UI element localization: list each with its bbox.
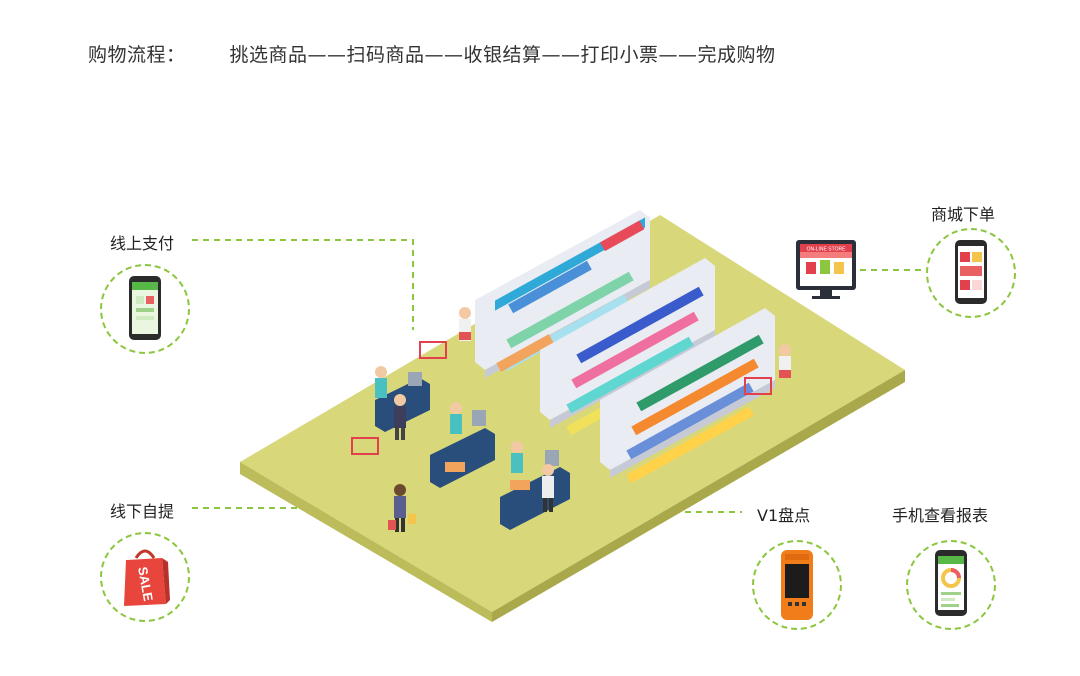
person-customer-1 [394, 394, 406, 440]
shopping-carts [351, 341, 772, 455]
phone-shop-icon [955, 240, 987, 304]
v1-inventory-circle [752, 540, 842, 630]
product-baskets [445, 462, 530, 490]
checkout-counter-2 [430, 410, 495, 488]
label-online-pay: 线上支付 [110, 234, 175, 253]
shopping-flow-header: 购物流程： 挑选商品——扫码商品——收银结算——打印小票——完成购物 [88, 40, 776, 67]
online-store-sign: ON-LINE STORE [807, 247, 846, 253]
person-cashier-1 [375, 366, 387, 398]
label-v1-inventory: V1盘点 [757, 506, 811, 525]
label-mall-order: 商城下单 [931, 205, 996, 224]
mall-order-circle [926, 228, 1016, 318]
online-pay-circle [100, 264, 190, 354]
online-store-monitor: ON-LINE STORE [796, 240, 856, 299]
person-shopper-1 [459, 307, 471, 341]
sale-text: SALE [135, 566, 156, 603]
people [375, 307, 791, 532]
mobile-report-circle [906, 540, 996, 630]
person-shopper-2 [779, 344, 791, 378]
cart-1 [419, 341, 447, 359]
label-mobile-report: 手机查看报表 [892, 506, 989, 525]
shelf-unit-3 [600, 308, 775, 484]
connector-online-pay [192, 239, 414, 330]
person-customer-2 [542, 464, 554, 512]
person-cashier-2 [450, 402, 462, 434]
cart-2 [351, 437, 379, 455]
flow-steps: 挑选商品——扫码商品——收银结算——打印小票——完成购物 [229, 44, 776, 66]
person-cashier-3 [511, 441, 523, 473]
flow-title: 购物流程： [88, 44, 186, 66]
phone-payment-icon [129, 276, 161, 340]
phone-report-icon [935, 550, 967, 616]
shelf-unit-1 [475, 210, 650, 378]
sale-bag-icon: SALE [124, 549, 170, 606]
cart-3 [744, 377, 772, 395]
person-pickup [388, 484, 416, 532]
offline-pickup-circle: SALE [100, 532, 190, 622]
handheld-terminal-icon [781, 550, 813, 620]
label-offline-pickup: 线下自提 [110, 502, 175, 521]
